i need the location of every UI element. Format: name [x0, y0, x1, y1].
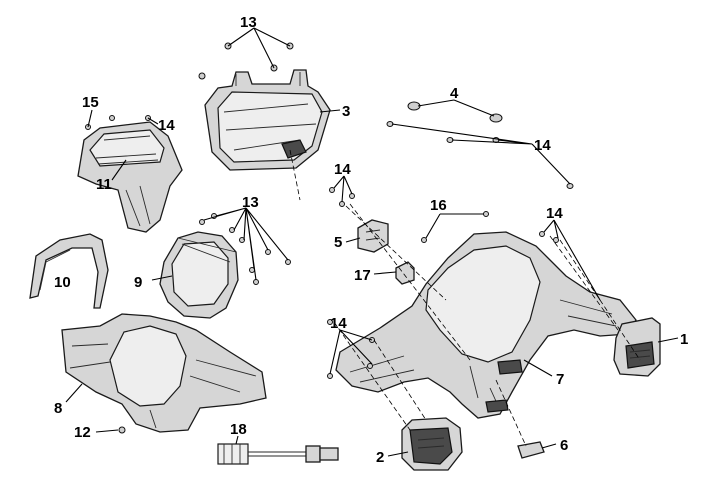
part-17-connector — [395, 261, 415, 285]
callout-14-right: 14 — [546, 205, 563, 222]
part-1-right-switch — [613, 317, 661, 377]
callout-10: 10 — [54, 274, 71, 291]
callout-2: 2 — [376, 449, 384, 466]
part-5-bracket — [357, 219, 389, 253]
part-8-front-cover — [61, 313, 267, 433]
callout-6: 6 — [560, 437, 568, 454]
part-10-trim-arch — [29, 233, 109, 309]
callout-7: 7 — [556, 371, 564, 388]
callout-8: 8 — [54, 400, 62, 417]
callout-13-top: 13 — [240, 14, 257, 31]
leader-lines — [65, 27, 679, 457]
callout-9: 9 — [134, 274, 142, 291]
callout-5: 5 — [334, 234, 342, 251]
callout-4: 4 — [450, 85, 459, 102]
callout-14-bottom: 14 — [330, 315, 347, 332]
part-6-clip — [517, 441, 545, 459]
callout-13-middle: 13 — [242, 194, 259, 211]
callout-3: 3 — [342, 103, 350, 120]
part-9-headlight — [159, 231, 239, 319]
part-3-meter-panel — [204, 69, 331, 171]
callout-11: 11 — [96, 176, 112, 193]
part-2-left-switch — [401, 417, 463, 471]
part-11-housing — [77, 121, 183, 233]
callout-labels: 13 3 15 14 11 4 14 13 9 10 14 5 16 17 14… — [54, 14, 688, 466]
callout-16: 16 — [430, 197, 447, 214]
part-18-harness — [217, 443, 339, 465]
part-7-rear-cover — [335, 231, 637, 419]
screw-set — [85, 42, 574, 434]
callout-14-left: 14 — [158, 117, 175, 134]
callout-17: 17 — [354, 267, 371, 284]
callout-18: 18 — [230, 421, 247, 438]
callout-14-top-right: 14 — [534, 137, 551, 154]
callout-1: 1 — [680, 331, 688, 348]
callout-15: 15 — [82, 94, 99, 111]
callout-12: 12 — [74, 424, 91, 441]
callout-14-center: 14 — [334, 161, 351, 178]
